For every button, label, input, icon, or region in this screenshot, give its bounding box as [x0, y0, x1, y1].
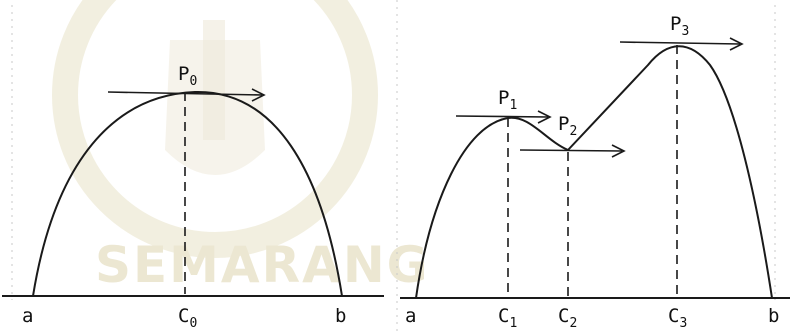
right-curve	[415, 45, 773, 299]
point-label-p1: P1	[498, 87, 517, 113]
left-curve	[32, 90, 343, 297]
c-label-c1: C1	[498, 305, 517, 331]
tangent-arrowhead-p3	[729, 37, 744, 51]
endpoint-b-right: b	[768, 305, 779, 327]
point-label-p2: P2	[558, 113, 577, 139]
endpoint-a-left: a	[22, 305, 33, 327]
point-label-p0: P0	[178, 63, 197, 89]
tangent-line-p1	[455, 115, 549, 118]
endpoint-a-right: a	[405, 305, 416, 327]
tangent-arrowhead-p2	[611, 144, 626, 158]
c-label-c3: C3	[668, 305, 687, 331]
tangent-line-p3	[619, 41, 741, 45]
watermark-logo	[52, 0, 378, 258]
c-label-c2: C2	[558, 305, 577, 331]
endpoint-b-left: b	[335, 305, 346, 327]
right-diagram: P1 P2 P3 a b C1 C2 C3	[400, 13, 790, 331]
left-diagram: P0 a b C0	[2, 63, 384, 331]
tangent-arrowhead-p1	[537, 110, 552, 124]
tangent-line-p2	[519, 149, 623, 152]
left-tangent-arrowhead	[251, 88, 266, 102]
watermark-text: SEMARANG	[95, 236, 430, 294]
c-label-c0: C0	[178, 305, 197, 331]
point-label-p3: P3	[670, 13, 689, 39]
